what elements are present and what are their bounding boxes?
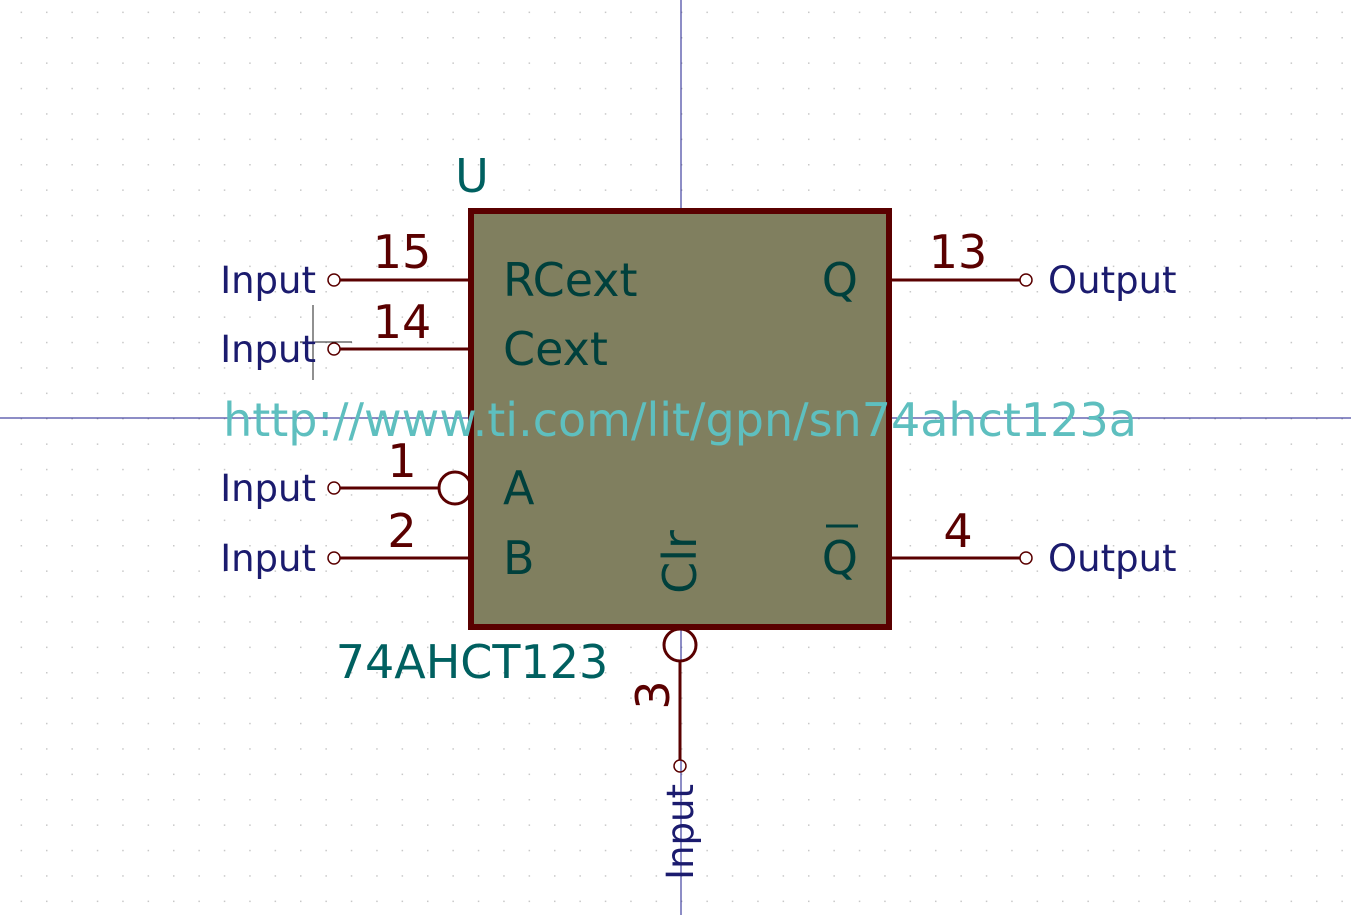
- inversion-bubble-3: [662, 627, 698, 663]
- pin-name-a: A: [503, 461, 535, 515]
- pin-type-4: Output: [1048, 537, 1177, 580]
- pin-end-4[interactable]: [1019, 551, 1033, 565]
- reference-designator[interactable]: U: [455, 149, 489, 203]
- pin-name-rcext: RCext: [503, 253, 638, 307]
- pin-type-1: Input: [220, 467, 316, 510]
- pin-end-14[interactable]: [327, 342, 341, 356]
- pin-number-2: 2: [387, 504, 416, 558]
- pin-name-cext: Cext: [503, 322, 608, 376]
- pin-number-14: 14: [373, 295, 432, 349]
- pin-type-2: Input: [220, 537, 316, 580]
- datasheet-url[interactable]: http://www.ti.com/lit/gpn/sn74ahct123a: [223, 393, 1137, 447]
- inversion-bubble-1: [437, 470, 473, 506]
- pin-type-3: Input: [659, 784, 702, 880]
- pin-number-13: 13: [929, 225, 988, 279]
- pin-number-15: 15: [373, 225, 432, 279]
- value-field[interactable]: 74AHCT123: [336, 635, 609, 689]
- pin-end-15[interactable]: [327, 273, 341, 287]
- pin-end-13[interactable]: [1019, 273, 1033, 287]
- pin-number-3: 3: [626, 680, 680, 709]
- pin-number-4: 4: [943, 504, 972, 558]
- pin-number-1: 1: [387, 434, 416, 488]
- pin-name-clr: Clr: [653, 530, 707, 594]
- pin-type-14: Input: [220, 328, 316, 371]
- pin-end-2[interactable]: [327, 551, 341, 565]
- pin-type-13: Output: [1048, 259, 1177, 302]
- pin-end-1[interactable]: [327, 481, 341, 495]
- pin-name-b: B: [503, 531, 535, 585]
- component-body[interactable]: [468, 208, 892, 630]
- pin-end-3[interactable]: [673, 759, 687, 773]
- pin-name-qbar: Q: [822, 531, 858, 585]
- pin-name-q: Q: [822, 253, 858, 307]
- pin-type-15: Input: [220, 259, 316, 302]
